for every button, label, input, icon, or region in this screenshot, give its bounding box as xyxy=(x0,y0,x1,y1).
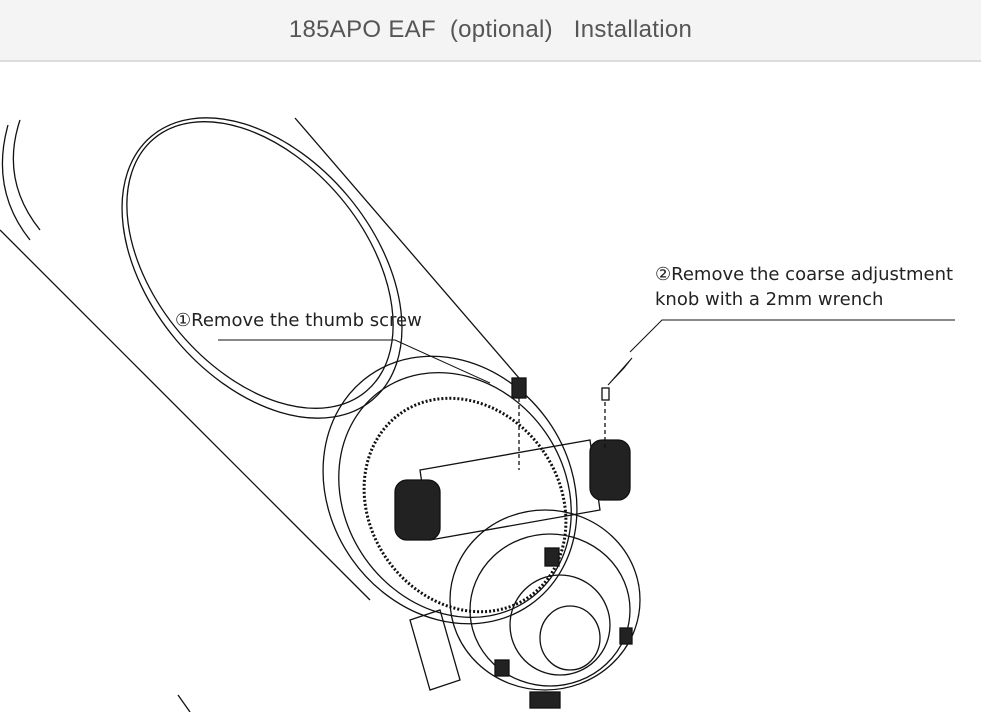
telescope-tube xyxy=(0,117,526,712)
callout-remove-coarse-knob: ②Remove the coarse adjustment knob with … xyxy=(655,262,953,312)
callout-remove-thumb-screw: ①Remove the thumb screw xyxy=(175,308,422,333)
callout-1-text: ①Remove the thumb screw xyxy=(175,310,422,331)
page-title: 185APO EAF (optional) Installation xyxy=(288,16,693,43)
callout-2-line1: ②Remove the coarse adjustment xyxy=(655,264,954,285)
callout-2-line2: knob with a 2mm wrench xyxy=(655,289,884,310)
focuser-assembly xyxy=(322,355,641,709)
page-header: 185APO EAF (optional) Installation xyxy=(0,0,981,62)
callout-leaders xyxy=(218,319,955,386)
